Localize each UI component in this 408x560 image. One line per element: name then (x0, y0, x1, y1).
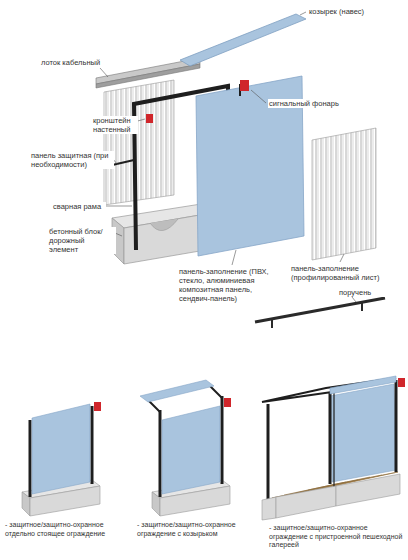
variant-caption: - защитное/защитно-охранное ограждение с… (268, 524, 406, 550)
part-label: бетонный блок/ дорожный элемент (48, 227, 116, 254)
part-label: сигнальный фонарь (268, 99, 360, 108)
part-label: панель защитная (при необходимости) (30, 151, 114, 169)
variant-canopy (140, 380, 231, 516)
part-label: панель-заполнение (ПВХ, стекло, алюминие… (178, 267, 284, 303)
part-label: лоток кабельный (40, 58, 104, 67)
part-label: кронштейн настенный (92, 116, 138, 134)
variant-gallery (262, 376, 405, 520)
variant-caption: - защитное/защитно-охранное ограждение с… (136, 521, 262, 538)
part-label: панель-заполнение (профилированный лист) (290, 264, 392, 282)
signal-lamp (240, 80, 249, 96)
profiled-panel (312, 128, 376, 260)
leader-lines (100, 12, 356, 302)
canopy (180, 14, 306, 66)
part-label: сварная рама (52, 202, 106, 211)
part-label: козырек (навес) (308, 7, 405, 16)
part-label: поручень (338, 288, 390, 297)
bracket-lamp (146, 114, 153, 123)
variant-caption: - защитное/защитно-охранное отдельно сто… (4, 521, 130, 538)
variant-freestanding (22, 402, 101, 516)
